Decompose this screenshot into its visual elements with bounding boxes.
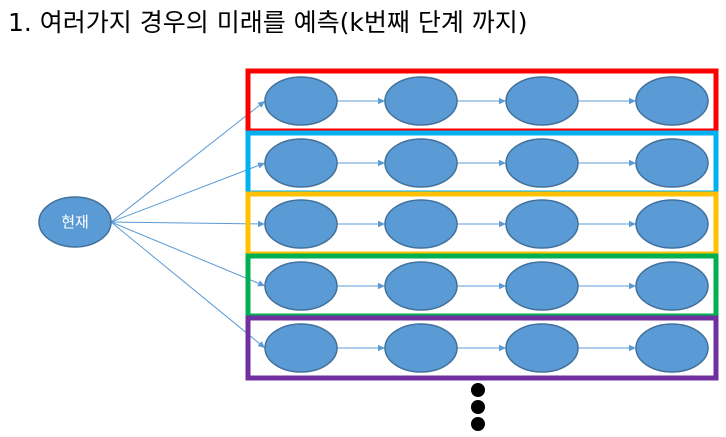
branch-arrows [110,100,266,349]
future-step-node [505,76,579,126]
scenario-box [245,315,719,381]
future-step-node [384,199,458,249]
continuation-ellipsis [471,383,485,431]
future-step-node [505,199,579,249]
future-step-node [505,138,579,188]
current-node-group: 현재 [38,196,112,248]
future-step-node [635,261,709,311]
future-step-node [264,138,338,188]
page-title: 1. 여러가지 경우의 미래를 예측(k번째 단계 까지) [8,8,528,37]
continuation-dot [471,417,485,431]
continuation-dot [471,383,485,397]
branch-arrow [110,221,266,287]
future-step-node [384,261,458,311]
current-node-label: 현재 [61,213,89,231]
future-step-node [264,323,338,373]
branch-arrow [110,100,266,223]
continuation-dot [471,400,485,414]
future-step-node [384,138,458,188]
branch-arrow [110,162,266,223]
branch-arrow [110,221,266,349]
future-step-node [635,76,709,126]
future-step-node [505,261,579,311]
future-step-node [264,199,338,249]
future-step-node [635,199,709,249]
future-step-node [264,76,338,126]
current-node [38,196,112,248]
future-step-node [635,138,709,188]
scenario-boxes [245,68,719,381]
future-step-node [384,76,458,126]
future-step-node [635,323,709,373]
branch-arrow [110,220,266,228]
future-step-node [384,323,458,373]
future-step-node [264,261,338,311]
future-step-node [505,323,579,373]
step-arrows [337,97,636,352]
future-nodes [264,76,709,373]
